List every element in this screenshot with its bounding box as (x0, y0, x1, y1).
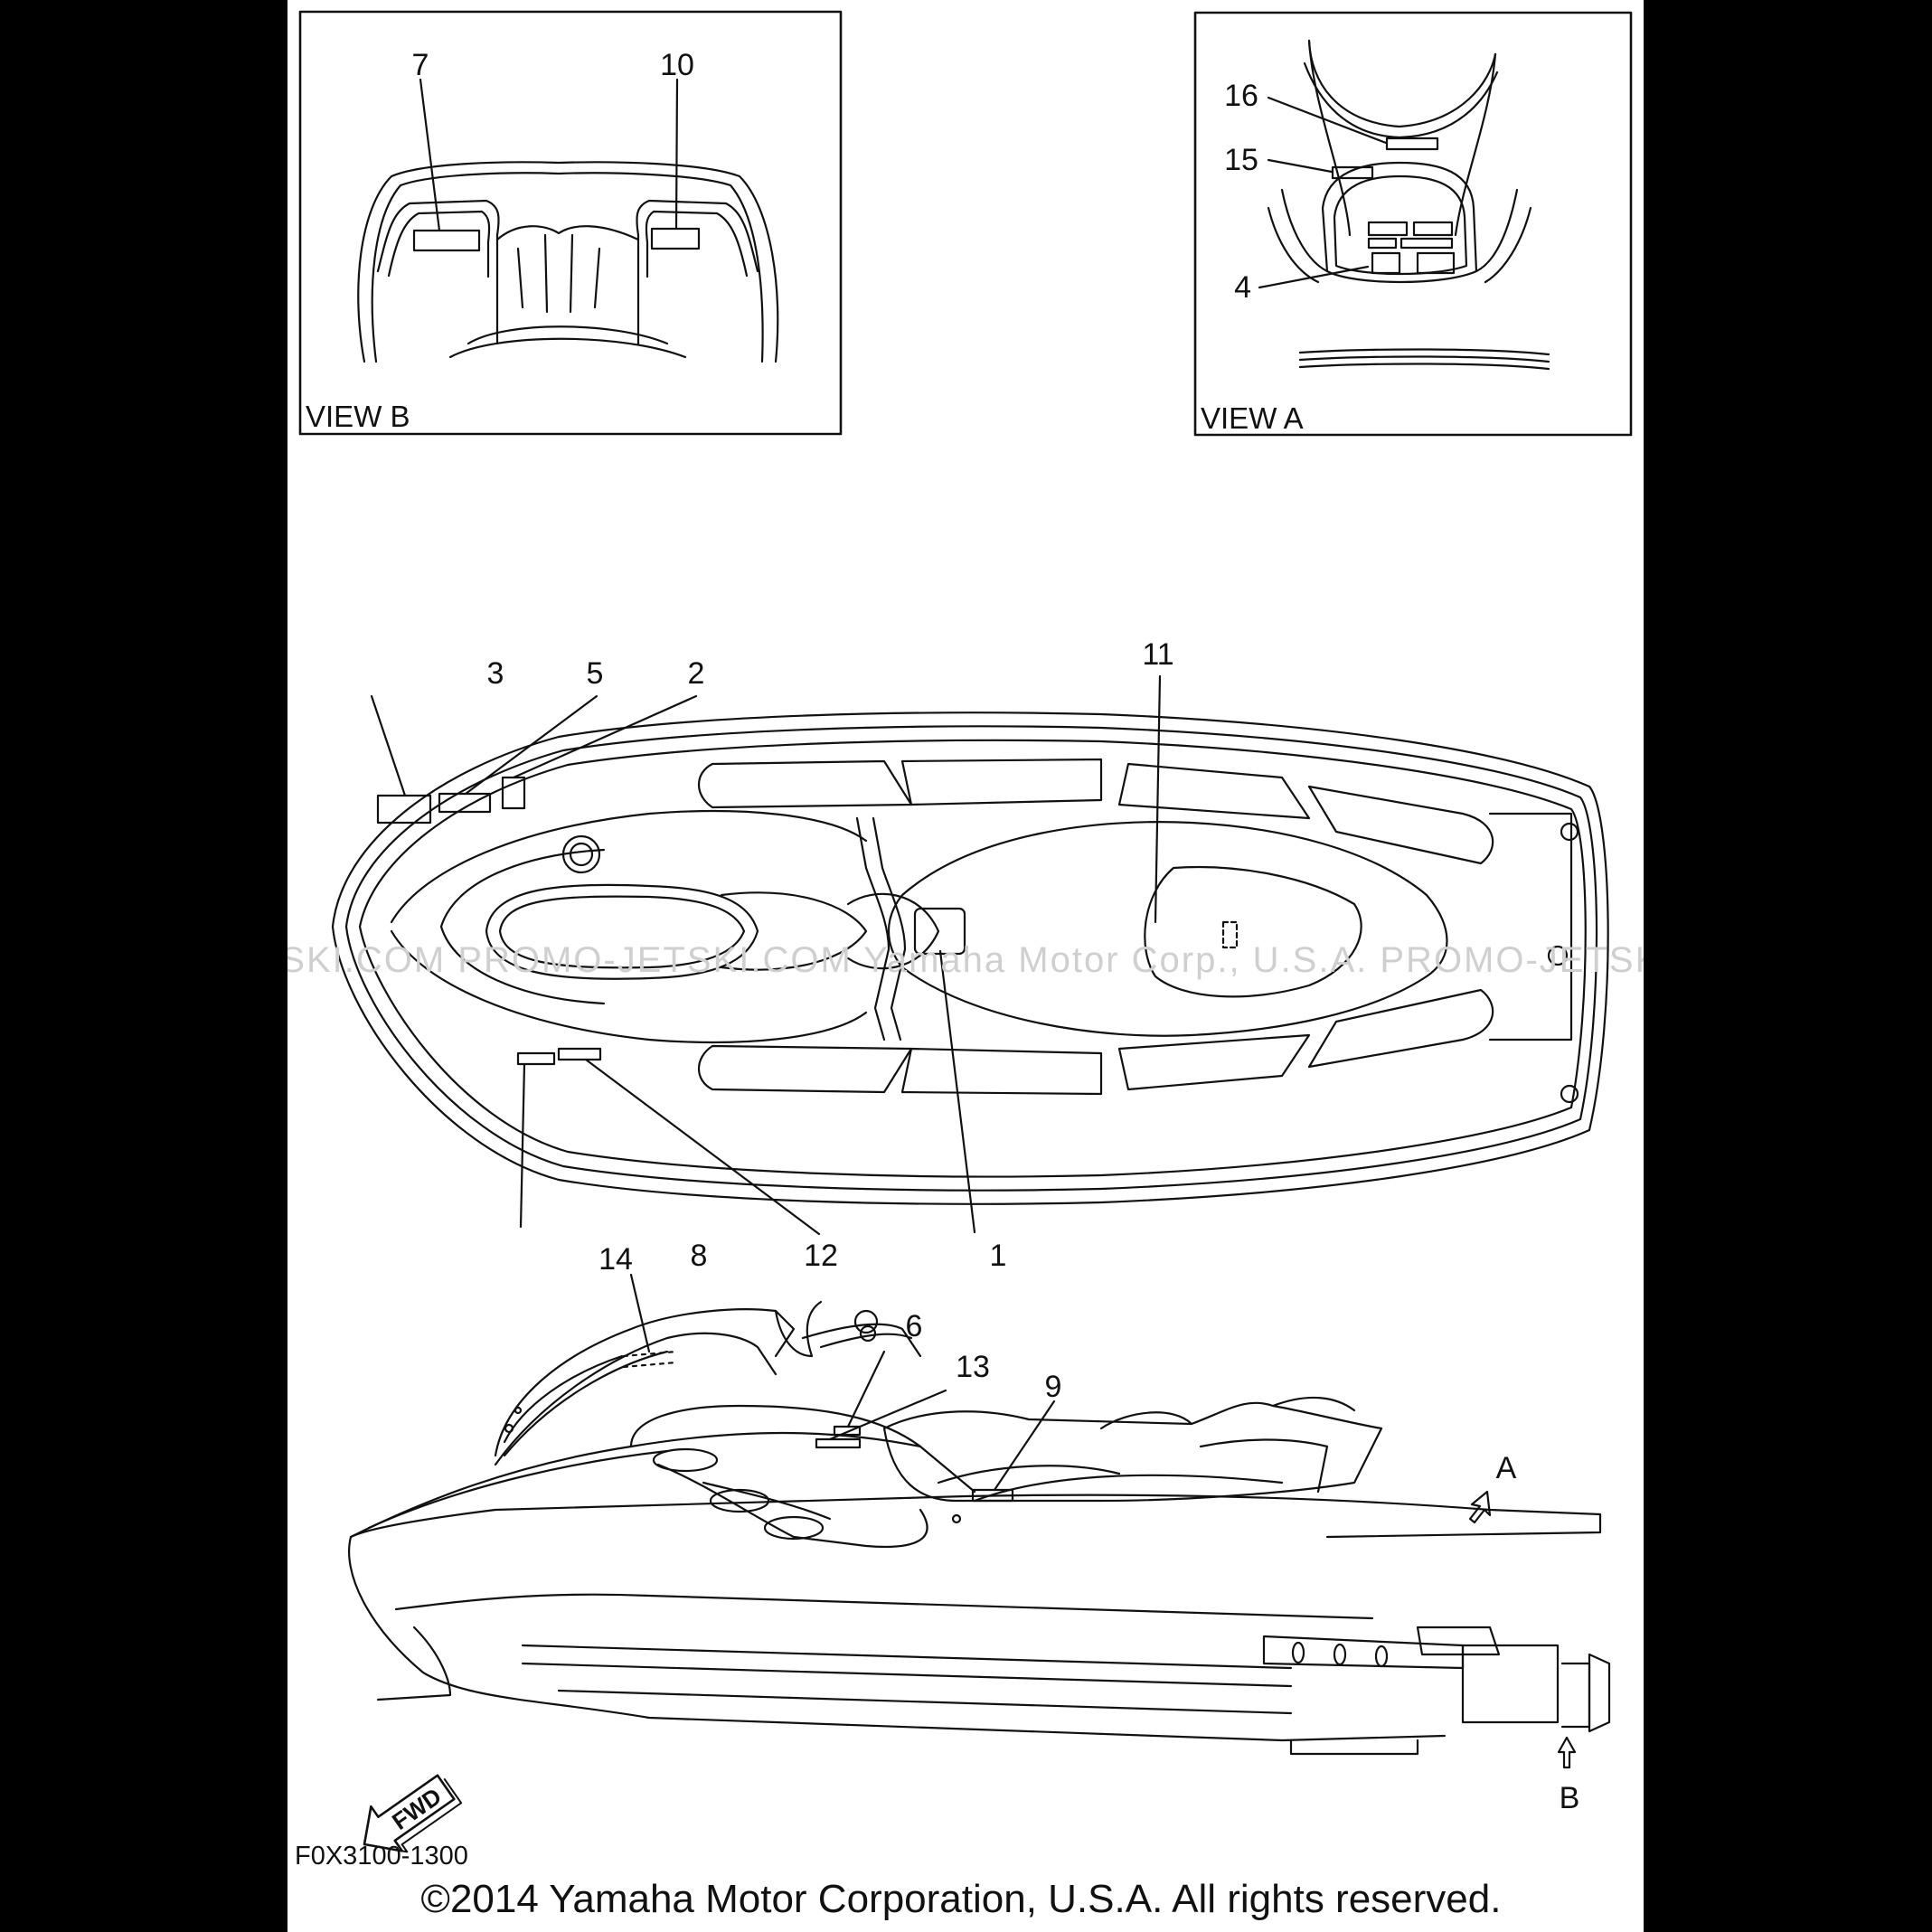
view-b-marker: B (1560, 1781, 1580, 1815)
view-a-inset: 16 15 4 VIEW A (1193, 11, 1633, 437)
top-view: 3 5 2 11 8 12 1 (331, 637, 1609, 1273)
callout-3: 3 (487, 656, 504, 691)
callout-4: 4 (1234, 270, 1251, 305)
callout-2: 2 (688, 656, 705, 691)
callout-9: 9 (1045, 1370, 1062, 1404)
callout-11: 11 (1142, 637, 1173, 672)
callout-10: 10 (660, 48, 694, 82)
callout-6: 6 (906, 1309, 923, 1343)
view-b-label: VIEW B (306, 400, 410, 433)
view-a-label: VIEW A (1201, 401, 1304, 435)
diagram-sheet: 7 10 VIEW B 16 15 4 VIEW A (287, 0, 1644, 1932)
callout-1: 1 (990, 1239, 1007, 1273)
view-b-arrow-icon: B (1557, 1736, 1580, 1815)
part-number: F0X3100-1300 (295, 1842, 468, 1871)
side-view: 14 6 13 9 (348, 1242, 1611, 1756)
view-a-marker: A (1496, 1451, 1517, 1485)
copyright-notice: ©2014 Yamaha Motor Corporation, U.S.A. A… (421, 1877, 1502, 1921)
callout-16: 16 (1224, 79, 1258, 113)
callout-8: 8 (691, 1239, 708, 1273)
callout-5: 5 (587, 656, 604, 691)
exploded-parts-diagram: 7 10 VIEW B 16 15 4 VIEW A (287, 10, 1644, 1921)
callout-13: 13 (956, 1350, 990, 1384)
callout-14: 14 (598, 1242, 633, 1277)
callout-15: 15 (1224, 143, 1258, 177)
view-a-arrow-icon: A (1468, 1451, 1517, 1524)
callout-12: 12 (804, 1239, 838, 1273)
view-b-inset: 7 10 VIEW B (298, 10, 843, 436)
callout-7: 7 (412, 48, 429, 82)
watermark: JETSKI.COM PROMO-JETSKI.COM Yamaha Motor… (287, 940, 1644, 980)
